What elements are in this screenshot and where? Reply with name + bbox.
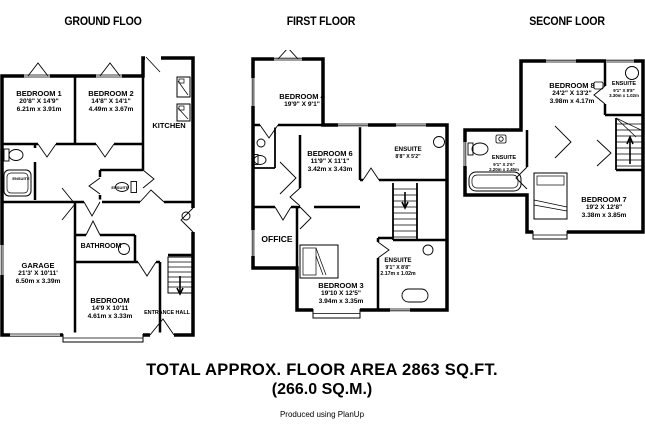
sink-icon	[625, 66, 639, 80]
bay-window	[312, 307, 361, 319]
bed-icon	[533, 172, 568, 220]
room-label-bedroom2: BEDROOM 2 14'8" X 14'1" 4.49m x 3.67m	[88, 89, 134, 114]
sink-icon	[433, 136, 445, 148]
second-floor-plan	[462, 58, 645, 240]
sink-icon	[256, 138, 266, 148]
door-swing-marks	[27, 62, 194, 336]
door-openings	[32, 141, 196, 338]
second-floor-title: SECONF LOOR	[529, 16, 605, 28]
room-label-bedroom6: BEDROOM 6 11'9" X 11'1" 3.42m x 3.43m	[307, 149, 353, 174]
room-label-garage: GARAGE 21'3' X 10'11' 6.50m x 3.39m	[15, 261, 61, 286]
ground-floor-title: GROUND FLOO	[64, 16, 142, 28]
room-label-bedroom7: BEDROOM 7 19'2 X 12'8" 3.38m x 3.85m	[581, 195, 627, 220]
sink-icon	[181, 211, 191, 221]
room-label-bedroom1: BEDROOM 1 20'8" X 14'9" 6.21m x 3.91m	[16, 89, 62, 114]
ground-windows	[0, 55, 161, 338]
kitchen-appliance-icons	[176, 76, 191, 122]
room-label-bathroom: BATHROOM	[80, 243, 122, 250]
radiator-icon	[593, 81, 604, 90]
room-label-bedroom-ground: BEDROOM 14'9 X 10'11 4.61m x 3.33m	[87, 296, 133, 321]
ground-floor-plan	[0, 55, 196, 343]
room-label-ensuite-second-top: ENSUITE 9'1" X 8'8" 3.30m x 1.02m	[609, 81, 639, 99]
room-label-ensuite-second-left: ENSUITE 9'1" X 2'6" 2.20m x 2.45m	[489, 155, 519, 173]
room-label-bedroom8: BEDROOM 8 24'2" X 13'2" 3.98m x 4.17m	[549, 81, 595, 106]
door-openings	[260, 122, 381, 258]
door-swing-marks	[515, 85, 612, 190]
bathtub-icon	[3, 169, 32, 197]
sink-icon	[118, 243, 130, 255]
toilet-icon	[253, 154, 267, 165]
toilet-icon	[401, 288, 429, 303]
room-label-kitchen: KITCHEN	[152, 121, 186, 130]
room-label-entrance-hall: ENTRANCE HALL	[144, 310, 190, 316]
second-interior-walls	[525, 61, 643, 172]
total-area-line1: TOTAL APPROX. FLOOR AREA 2863 SQ.FT.	[146, 361, 498, 379]
staircase	[167, 256, 193, 296]
room-label-ensuite-mid: ENSUITE	[111, 185, 129, 190]
bay-window	[532, 229, 568, 240]
room-label-ensuite-left: ENSUITE	[12, 176, 30, 181]
first-floor-title: FIRST FLOOR	[286, 16, 356, 28]
room-label-office: OFFICE	[261, 234, 293, 244]
room-label-bedroom3: BEDROOM 3 19'10 X 12'5" 3.94m x 3.35m	[318, 281, 364, 306]
toilet-icon	[467, 142, 489, 156]
sink-icon	[422, 244, 434, 256]
bay-window	[62, 332, 144, 343]
first-interior-walls-thin	[253, 125, 418, 240]
staircase	[393, 188, 417, 238]
first-outer-walls	[251, 57, 449, 312]
bed-icon	[299, 244, 339, 279]
total-area-line2: (266.0 SQ.M.)	[271, 381, 373, 398]
staircase	[615, 117, 643, 167]
toilet-icon	[3, 148, 24, 162]
room-label-ensuite-first-top: ENSUITE 8'8" X 5'2"	[394, 146, 422, 160]
bathtub-icon	[468, 171, 522, 192]
first-floor-plan	[250, 50, 449, 319]
door-swing-marks	[259, 50, 390, 259]
first-windows	[250, 56, 426, 313]
second-windows	[462, 58, 634, 166]
room-label-ensuite-first-right: ENSUITE 9'1" X 8'8" 2.17m x 1.02m	[380, 257, 416, 278]
room-label-bedroom4: BEDROOM 4 19'9" X 9'1"	[279, 92, 325, 109]
sink-icon	[495, 134, 507, 144]
door-openings	[602, 86, 608, 104]
second-outer-walls	[463, 59, 645, 234]
toilet-icon	[115, 181, 137, 193]
producer-credit: Produced using PlanUp	[279, 410, 365, 419]
